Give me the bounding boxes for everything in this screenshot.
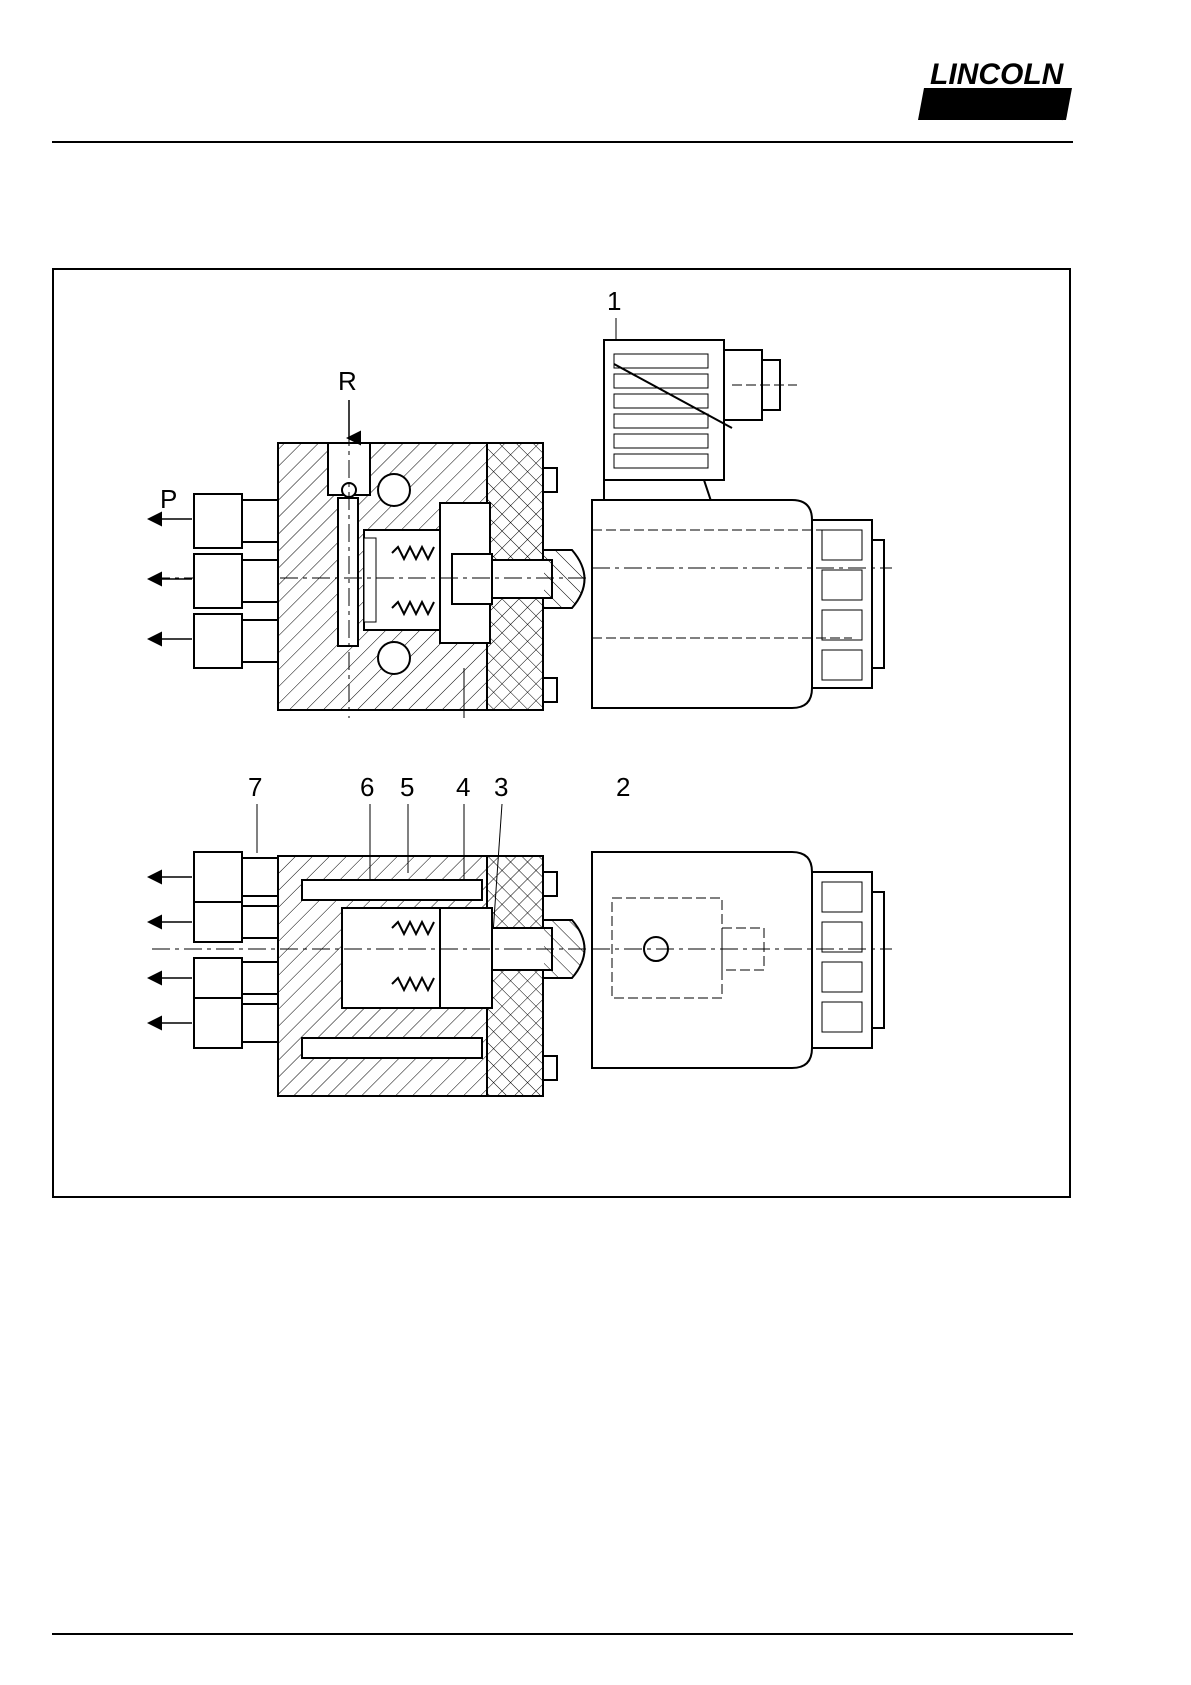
- port-r-label: R: [338, 366, 357, 396]
- footer-rule: [52, 1633, 1073, 1635]
- registered-mark: ®: [1058, 109, 1067, 123]
- connector-plug: [604, 340, 797, 504]
- callout-3: 3: [494, 772, 508, 802]
- callout-5: 5: [400, 772, 414, 802]
- outlet-fittings-upper: [150, 494, 278, 668]
- callout-7: 7: [248, 772, 262, 802]
- upper-view: R P 1: [150, 286, 892, 718]
- valve-cross-section-drawing: R P 1 7 6 5 4 3 2: [52, 268, 1071, 1198]
- header-rule: [52, 141, 1073, 143]
- callout-2: 2: [616, 772, 630, 802]
- callout-6: 6: [360, 772, 374, 802]
- solenoid-coil: [592, 500, 892, 708]
- lincoln-logo: LINCOLN ®: [918, 58, 1072, 124]
- callout-4: 4: [456, 772, 470, 802]
- solenoid-coil-lower: [592, 852, 892, 1068]
- callout-1: 1: [607, 286, 621, 316]
- logo-wordmark: LINCOLN: [930, 58, 1065, 91]
- outlet-fittings-lower: [150, 852, 278, 1048]
- port-p-label: P: [160, 484, 177, 514]
- lower-view: 7 6 5 4 3 2: [150, 772, 892, 1096]
